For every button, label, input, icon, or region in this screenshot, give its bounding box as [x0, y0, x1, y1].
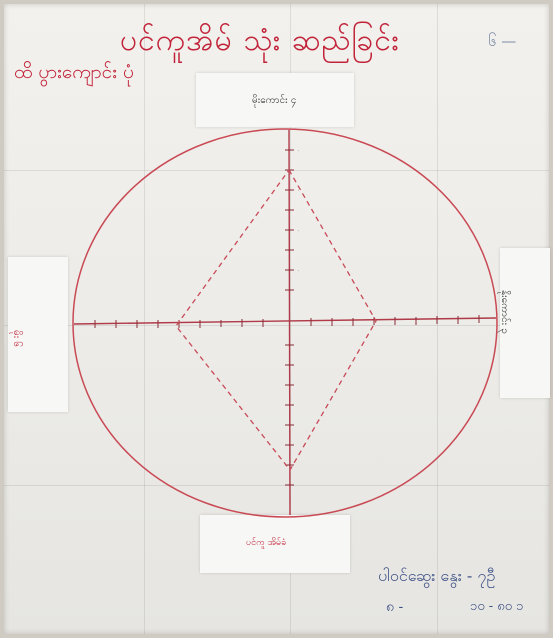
fold-line [290, 4, 291, 634]
axis-label-right: နိုးကောင်း ၃ [499, 290, 510, 334]
y-axis [288, 129, 291, 516]
page-subtitle: ထိ ပွားကျောင်း ပုံ [14, 61, 134, 83]
svg-text:·: · [298, 148, 299, 153]
signature-line-3: ၁၀ - ၈၀ ၁ [470, 599, 524, 614]
axis-label-top: မိုးကောင်း ၄ [252, 95, 297, 106]
signature-line-2: ၈ - [386, 599, 404, 615]
signature-line-1: ပါဝင်ဆွေး နွေး - ၇ဦ [378, 566, 496, 585]
y-axis-ticks [285, 149, 294, 486]
svg-text:·: · [298, 228, 299, 233]
axis-label-left: မိုး ၆ [11, 330, 22, 348]
label-card-right [500, 248, 550, 398]
label-card-left [8, 257, 68, 412]
tick-label-marks: · · · · [298, 148, 299, 273]
axis-label-bottom: ပင်ကူ အိမ်ခံ [246, 538, 287, 548]
label-card-bottom [200, 515, 350, 573]
svg-text:·: · [298, 188, 299, 193]
x-axis [73, 317, 497, 325]
label-card-top [196, 73, 354, 127]
fold-line [144, 4, 145, 634]
dashed-diamond [175, 168, 377, 472]
fold-line [4, 485, 549, 486]
svg-text:·: · [298, 268, 299, 273]
fold-line [4, 170, 549, 171]
page-number-mark: ၆ — [488, 32, 517, 50]
page-title: ပင်ကူအိမ် သုံး ဆည်ခြင်း [120, 23, 400, 58]
fold-line [4, 325, 549, 326]
circle-outline [72, 128, 498, 518]
